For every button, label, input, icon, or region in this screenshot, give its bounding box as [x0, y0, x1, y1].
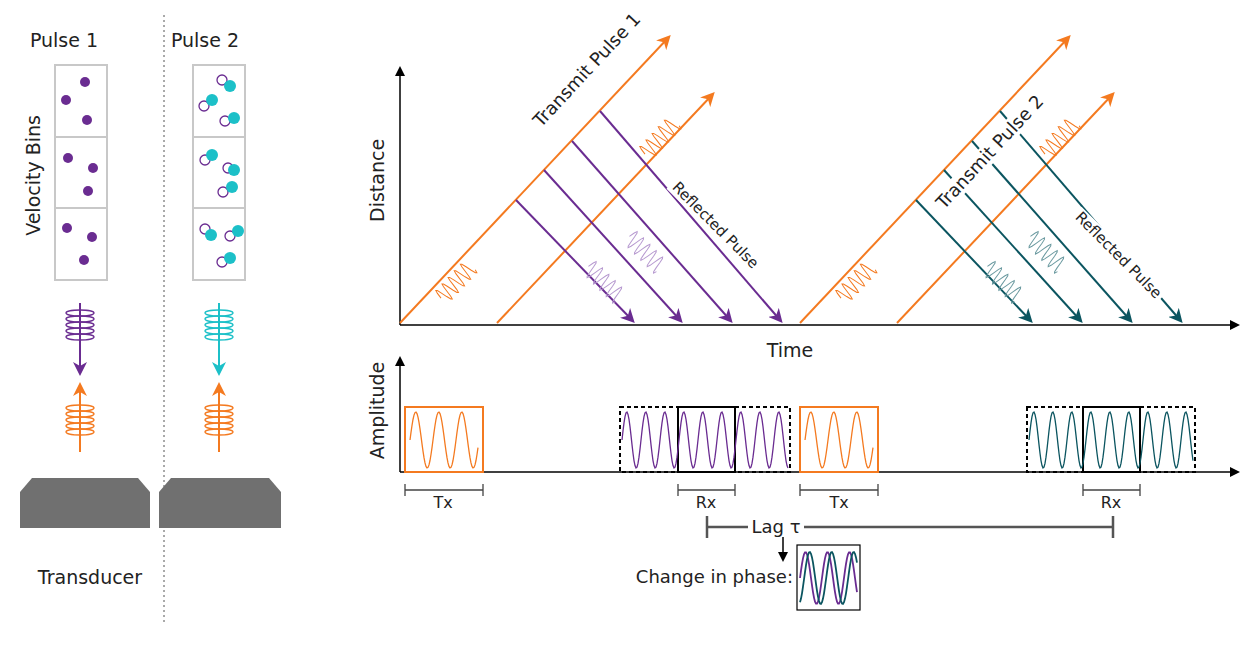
- wave: [410, 412, 478, 468]
- wave-coil: [66, 310, 94, 316]
- wave: [800, 552, 857, 604]
- axis-label: Velocity Bins: [23, 115, 44, 236]
- wave-coil: [66, 328, 94, 334]
- wave: [1024, 230, 1068, 274]
- wave: [800, 552, 857, 603]
- wave: [638, 116, 681, 160]
- wave: [582, 260, 626, 304]
- wave-coil: [205, 328, 233, 334]
- window-label: Tx: [433, 494, 452, 512]
- wave-coil: [66, 322, 94, 328]
- wave-packet: [834, 260, 877, 304]
- wave-coil: [66, 316, 94, 322]
- panel-title: Pulse 2: [171, 30, 239, 51]
- wave-coil: [205, 310, 233, 316]
- wave-coil: [205, 405, 233, 411]
- wave-coil: [205, 334, 233, 340]
- line-label: Reflected Pulse: [666, 176, 763, 273]
- wave-coil: [66, 429, 94, 435]
- axis-label: Distance: [368, 138, 389, 221]
- wave-packet: [981, 260, 1025, 304]
- lag-label: Lag τ: [748, 517, 803, 537]
- window-label: Rx: [1101, 494, 1122, 512]
- wave-packet: [623, 230, 667, 274]
- wave-coil: [205, 322, 233, 328]
- wave: [1029, 412, 1193, 468]
- window-label: Tx: [829, 494, 848, 512]
- wave-coil: [66, 405, 94, 411]
- wave-coil: [205, 429, 233, 435]
- wave: [1038, 116, 1081, 160]
- panel-title: Pulse 1: [30, 30, 98, 51]
- wave-packet: [638, 116, 681, 160]
- wave-coil: [66, 423, 94, 429]
- line-label: Transmit Pulse 1: [527, 7, 646, 133]
- wave-coil: [205, 411, 233, 417]
- line-label: Reflected Pulse: [1069, 206, 1166, 303]
- wave: [434, 260, 477, 304]
- wave: [805, 412, 873, 468]
- line-label: Transmit Pulse 2: [930, 89, 1049, 215]
- wave-coil: [205, 417, 233, 423]
- wave-coil: [66, 334, 94, 340]
- inset-label: Change in phase:: [636, 567, 793, 587]
- window-label: Rx: [696, 494, 717, 512]
- wave-packet: [1038, 116, 1081, 160]
- wave-coil: [66, 411, 94, 417]
- wave: [622, 412, 788, 468]
- wave: [623, 230, 667, 274]
- wave-coil: [205, 316, 233, 322]
- wave-packet: [434, 260, 477, 304]
- wave-coil: [205, 423, 233, 429]
- axis-label: Amplitude: [368, 361, 389, 458]
- part-name: Transducer: [38, 567, 142, 588]
- wave: [981, 260, 1025, 304]
- wave: [834, 260, 877, 304]
- wave-packet: [582, 260, 626, 304]
- wave-coil: [66, 417, 94, 423]
- axis-label: Time: [767, 340, 814, 361]
- wave-packet: [1024, 230, 1068, 274]
